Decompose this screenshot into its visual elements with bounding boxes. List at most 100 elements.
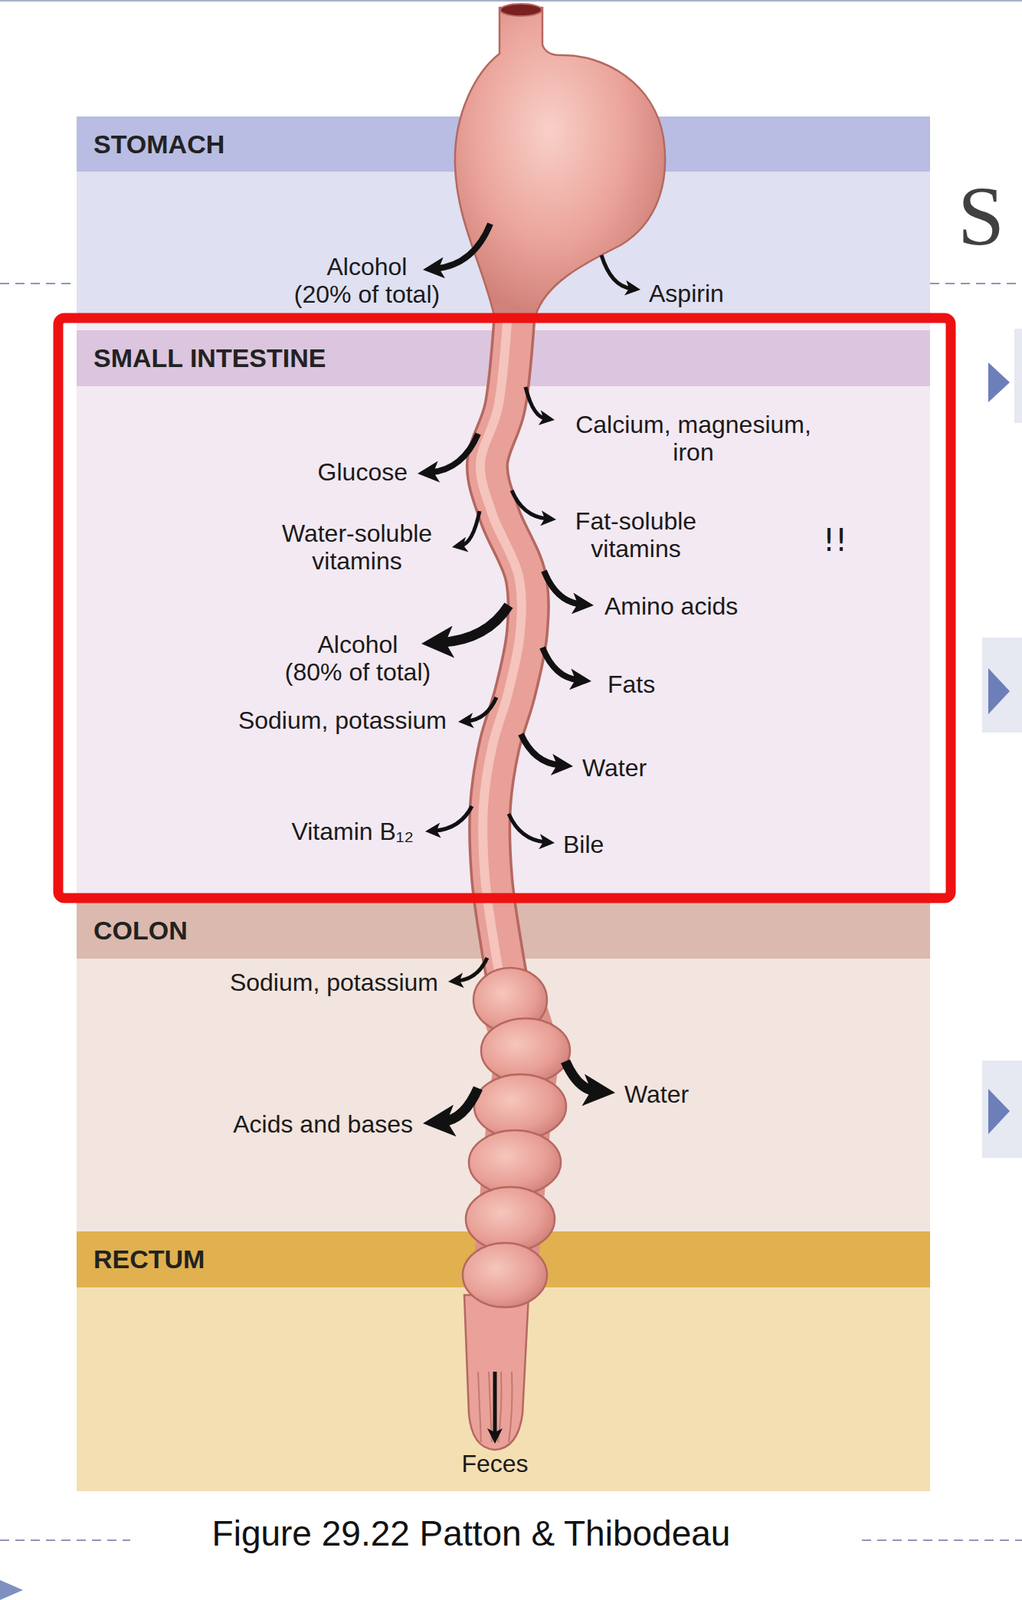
absorption-arrow [520,733,561,766]
absorption-arrow [525,386,546,419]
canal-fold [508,1371,513,1442]
band-heading: RECTUM [93,1244,205,1275]
absorbed-substance: Calcium, magnesium, iron [575,410,812,466]
absorption-arrow [467,697,497,721]
absorbed-substance: Fat-soluble vitamins [575,507,697,563]
label-anchor: Fat-soluble vitamins [575,507,697,563]
colon-haustrum [468,1130,561,1195]
absorption-arrows [430,223,632,1435]
text-line: Fat-soluble [575,507,697,535]
absorbed-substance: Amino acids [604,592,738,620]
absorbed-substance: Fats [607,670,656,698]
label-anchor: Water [624,1080,689,1108]
dashed-rule [930,282,1022,285]
stomach-band: STOMACH [76,116,931,317]
small-intestine-band: SMALL INTESTINE [76,316,931,898]
absorption-arrow [493,1371,498,1435]
dashed-rule [0,1539,131,1541]
label-anchor: Glucose [317,458,408,486]
band-header: SMALL INTESTINE [76,330,931,387]
colon-haustrum [462,1242,548,1307]
text-line: vitamins [575,534,697,563]
label-anchor: Vitamin B₁₂ [291,817,414,846]
label-anchor: Alcohol (80% of total) [284,630,431,686]
text-line: (80% of total) [284,658,431,686]
bullet-triangle [988,1088,1010,1134]
figure-caption: Figure 29.22 Patton & Thibodeau [212,1513,731,1553]
absorption-arrow [511,490,548,519]
bullet-triangle [988,668,1010,715]
absorbed-substance: Sodium, potassium [238,706,447,734]
text-line: Alcohol [284,630,431,659]
bullet-triangle [0,1579,23,1600]
text-line: iron [575,438,812,466]
absorbed-substance: Acids and bases [232,1110,413,1138]
absorbed-substance: Water-soluble vitamins [281,519,433,575]
absorption-arrow [442,1087,479,1122]
stomach [455,7,665,316]
absorbed-substance: Alcohol (20% of total) [294,252,440,308]
absorption-arrow [434,805,472,831]
colon-haustrum [465,1186,555,1252]
absorbed-substance: Aspirin [648,279,724,308]
label-anchor: Water-soluble vitamins [281,519,433,575]
esophagus-opening [500,3,542,17]
canal-fold [488,1371,492,1442]
absorption-arrow [457,957,488,981]
band-header: RECTUM [76,1231,931,1288]
label-anchor: Water [582,753,647,782]
text-line: (20% of total) [294,280,440,308]
highlight-box [58,317,951,898]
dashed-rule [861,1539,1022,1541]
band-heading: COLON [93,915,188,946]
bullet-triangle [988,362,1010,403]
label-anchor: !! [822,523,848,558]
canal-fold [497,1371,502,1442]
absorbed-substance: Water [624,1080,689,1108]
absorbed-substance: Glucose [317,458,408,486]
band-heading: SMALL INTESTINE [93,343,327,374]
text-line: Water-soluble [281,519,433,548]
label-anchor: S [957,168,1005,264]
dashed-rule [0,282,77,285]
absorbed-substance: Sodium, potassium [229,968,439,996]
absorption-arrow [565,1061,597,1091]
text-line: vitamins [281,547,433,575]
absorbed-substance: Water [582,753,647,782]
label-anchor: Sodium, potassium [238,706,447,734]
absorption-arrow [601,255,632,289]
label-anchor: Sodium, potassium [229,968,439,996]
excretion-label: Feces [461,1449,528,1478]
bullet-panel [982,1060,1022,1158]
bullet-panel [982,637,1022,733]
colon-haustrum [481,1018,570,1083]
absorbed-substance: Vitamin B₁₂ [291,817,414,846]
colon-haustrum [474,1074,567,1139]
label-anchor: Amino acids [604,592,738,620]
label-anchor: Acids and bases [232,1110,413,1138]
text-line: Alcohol [294,252,440,281]
label-anchor: Aspirin [648,279,724,308]
absorption-arrow [542,647,579,680]
anal-canal [464,1294,529,1450]
absorbed-substance: Alcohol (80% of total) [284,630,431,686]
band-fill [76,1231,931,1491]
bullet-panel [1014,328,1022,423]
band-header: COLON [76,902,931,959]
label-anchor: Fats [607,670,656,698]
canal-fold [478,1371,482,1442]
label-anchor: Alcohol (20% of total) [294,252,440,308]
absorption-arrow [430,433,479,473]
label-anchor: Feces [461,1449,528,1478]
absorption-arrow [508,813,546,842]
absorbed-substance: Bile [563,830,604,859]
caption-anchor: Figure 29.22 Patton & Thibodeau [212,1513,731,1553]
slide-title-fragment: S [957,168,1005,264]
digestive-tract [455,3,665,1450]
band-heading: STOMACH [93,129,225,160]
colon-band: COLON [76,897,931,1232]
